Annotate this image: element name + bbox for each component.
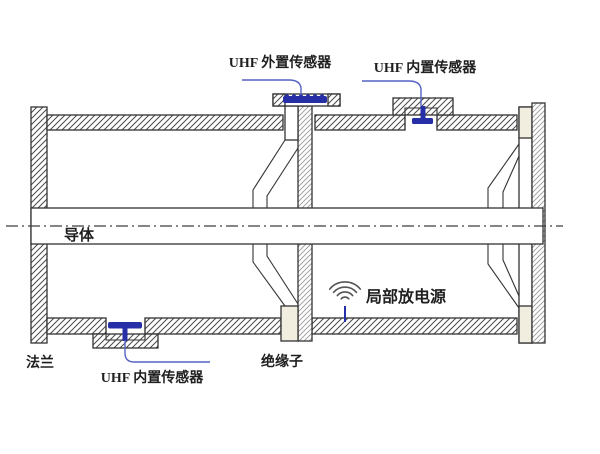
label-uhf-internal-top: UHF 内置传感器	[374, 59, 478, 76]
uhf-internal-sensor-top	[412, 106, 433, 124]
internal-sensor-bottom-leader-line	[124, 340, 210, 363]
label-uhf-internal-bottom: UHF 内置传感器	[101, 369, 205, 386]
internal-sensor-top-leader-line	[362, 80, 422, 106]
external-sensor-leader-line	[242, 79, 302, 95]
enclosure-top-wall	[46, 114, 518, 131]
label-uhf-external: UHF 外置传感器	[229, 54, 333, 71]
label-insulator: 绝缘子	[261, 353, 303, 370]
right-cone-insulator	[487, 143, 520, 309]
uhf-external-sensor	[283, 94, 327, 103]
label-conductor: 导体	[64, 226, 95, 244]
radio-waves-icon	[328, 281, 362, 300]
label-pd-source: 局部放电源	[366, 287, 446, 306]
uhf-internal-sensor-bottom	[108, 322, 142, 341]
label-flange: 法兰	[26, 354, 54, 371]
